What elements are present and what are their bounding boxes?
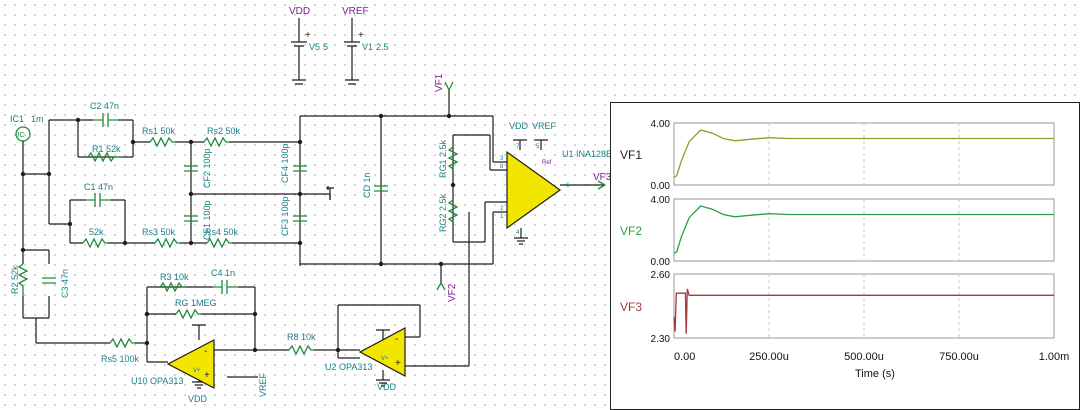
label-rs4: Rs4 50k bbox=[205, 227, 239, 237]
pin-2: 2 bbox=[500, 206, 504, 212]
instrumentation-amp-u1[interactable]: 3 2 8 1 6 7 5 4 Ref VDD VREF U1 INA128E bbox=[500, 121, 612, 236]
label-52k: 52k bbox=[89, 227, 104, 237]
vref-source-value: 2.5 bbox=[376, 42, 389, 52]
y-tick-bottom: 0.00 bbox=[651, 257, 671, 268]
net-labels: VF1 VF2 VF3 bbox=[434, 73, 612, 302]
pin-8: 8 bbox=[500, 164, 504, 170]
u10-label: U10 OPA313 bbox=[131, 376, 183, 386]
label-cf2: CF2 100p bbox=[202, 148, 212, 188]
net-vf1: VF1 bbox=[434, 73, 445, 92]
opamp-icon-u2 bbox=[358, 327, 406, 377]
u10-vref: VREF bbox=[258, 372, 268, 397]
series-name-vf3: VF3 bbox=[620, 300, 642, 314]
label-rs3: Rs3 50k bbox=[142, 227, 176, 237]
u10-minus: - bbox=[204, 346, 207, 357]
ref-pin-label: Ref bbox=[542, 160, 552, 166]
u1-vdd: VDD bbox=[509, 121, 529, 131]
vdd-source-value: 5 bbox=[323, 42, 328, 52]
pin-7: 7 bbox=[516, 144, 520, 150]
u2-minus: - bbox=[395, 334, 398, 345]
label-r8: R8 10k bbox=[287, 332, 316, 342]
x-axis-ticks: 0.00 250.00u 500.00u 750.00u 1.00m bbox=[674, 351, 1069, 363]
u2-vdd: VDD bbox=[377, 382, 397, 392]
u10-vplus: V+ bbox=[193, 368, 201, 374]
vref-source-net: VREF bbox=[342, 6, 369, 17]
label-rs5: Rs5 100k bbox=[101, 354, 140, 364]
pin-3: 3 bbox=[500, 156, 504, 162]
label-r1: R1 52k bbox=[92, 144, 121, 154]
component-labels: C2 47n R1 52k Rs1 50k Rs2 50k C1 47n 52k… bbox=[10, 101, 448, 364]
series-name-vf2: VF2 bbox=[620, 224, 642, 238]
x-tick-label: 0.00 bbox=[674, 351, 695, 363]
x-axis-label: Time (s) bbox=[855, 368, 895, 380]
series-name-vf1: VF1 bbox=[620, 148, 642, 162]
vref-plus-sign: + bbox=[358, 30, 364, 41]
vref-source-name: V1 bbox=[362, 42, 373, 52]
pin-5: 5 bbox=[536, 144, 540, 150]
label-cf1: CF1 100p bbox=[202, 200, 212, 240]
x-tick-label: 250.00u bbox=[749, 351, 789, 363]
series-line-vf1 bbox=[673, 129, 1054, 178]
y-tick-bottom: 2.30 bbox=[651, 334, 671, 345]
series-line-vf2 bbox=[673, 205, 1054, 254]
label-rs2: Rs2 50k bbox=[207, 126, 241, 136]
u2-plus: + bbox=[395, 358, 401, 369]
u1-vref: VREF bbox=[532, 121, 557, 131]
ic1-value: 1m bbox=[31, 114, 44, 124]
u2-label: U2 OPA313 bbox=[325, 362, 372, 372]
plot-panel-frame bbox=[610, 102, 1080, 410]
u10-plus: + bbox=[204, 370, 210, 381]
wires bbox=[22, 90, 605, 382]
opamp-icon bbox=[166, 339, 215, 389]
ic1-symbol: IC bbox=[18, 132, 25, 139]
net-vf2: VF2 bbox=[447, 283, 458, 302]
y-tick-top: 2.60 bbox=[651, 270, 671, 281]
x-tick-label: 750.00u bbox=[939, 351, 979, 363]
x-tick-label: 500.00u bbox=[844, 351, 884, 363]
pin-6: 6 bbox=[566, 183, 570, 189]
vref-source[interactable]: VREF V1 2.5 + bbox=[342, 6, 389, 85]
label-rg2: RG2 2.5k bbox=[438, 193, 448, 232]
label-cf3: CF3 100p bbox=[280, 196, 290, 236]
label-rg1: RG1 2.5k bbox=[438, 139, 448, 178]
label-r3: R3 10k bbox=[160, 272, 189, 282]
label-c1: C1 47n bbox=[84, 182, 113, 192]
u2-vplus: V+ bbox=[381, 356, 389, 362]
label-c2: C2 47n bbox=[90, 101, 119, 111]
pin-1: 1 bbox=[500, 214, 504, 220]
series-line-vf3 bbox=[673, 288, 1054, 334]
components bbox=[17, 113, 459, 356]
vdd-source[interactable]: VDD V5 5 + bbox=[289, 6, 328, 85]
label-c4: C4 1n bbox=[211, 268, 235, 278]
x-tick-label: 1.00m bbox=[1039, 351, 1070, 363]
u1-label: U1 INA128E bbox=[562, 149, 612, 159]
label-c3: C3 47n bbox=[60, 269, 70, 298]
opamp-u2[interactable]: - + V+ U2 OPA313 VDD bbox=[325, 327, 406, 392]
y-tick-bottom: 0.00 bbox=[651, 181, 671, 192]
net-vf3: VF3 bbox=[593, 172, 612, 183]
junction-dots bbox=[20, 113, 456, 353]
y-tick-top: 4.00 bbox=[651, 119, 671, 130]
vdd-plus-sign: + bbox=[305, 30, 311, 41]
u10-vdd: VDD bbox=[188, 394, 208, 404]
label-rg: RG 1MEG bbox=[175, 298, 217, 308]
label-rs1: Rs1 50k bbox=[142, 126, 176, 136]
y-tick-top: 4.00 bbox=[651, 195, 671, 206]
label-r2: R2 52k bbox=[10, 265, 20, 294]
vdd-source-name: V5 bbox=[309, 42, 320, 52]
amplifier-icon bbox=[506, 150, 562, 230]
label-cf4: CF4 100p bbox=[280, 143, 290, 183]
label-cd: CD 1n bbox=[362, 172, 372, 198]
ground-icons bbox=[192, 139, 548, 389]
pin-4: 4 bbox=[516, 230, 520, 236]
ic1-name: IC1 bbox=[10, 114, 24, 124]
vdd-source-net: VDD bbox=[289, 6, 310, 17]
opamp-u10[interactable]: - + V+ U10 OPA313 VDD VREF bbox=[131, 339, 268, 404]
current-source-ic1[interactable]: IC1 1m IC bbox=[10, 114, 44, 142]
